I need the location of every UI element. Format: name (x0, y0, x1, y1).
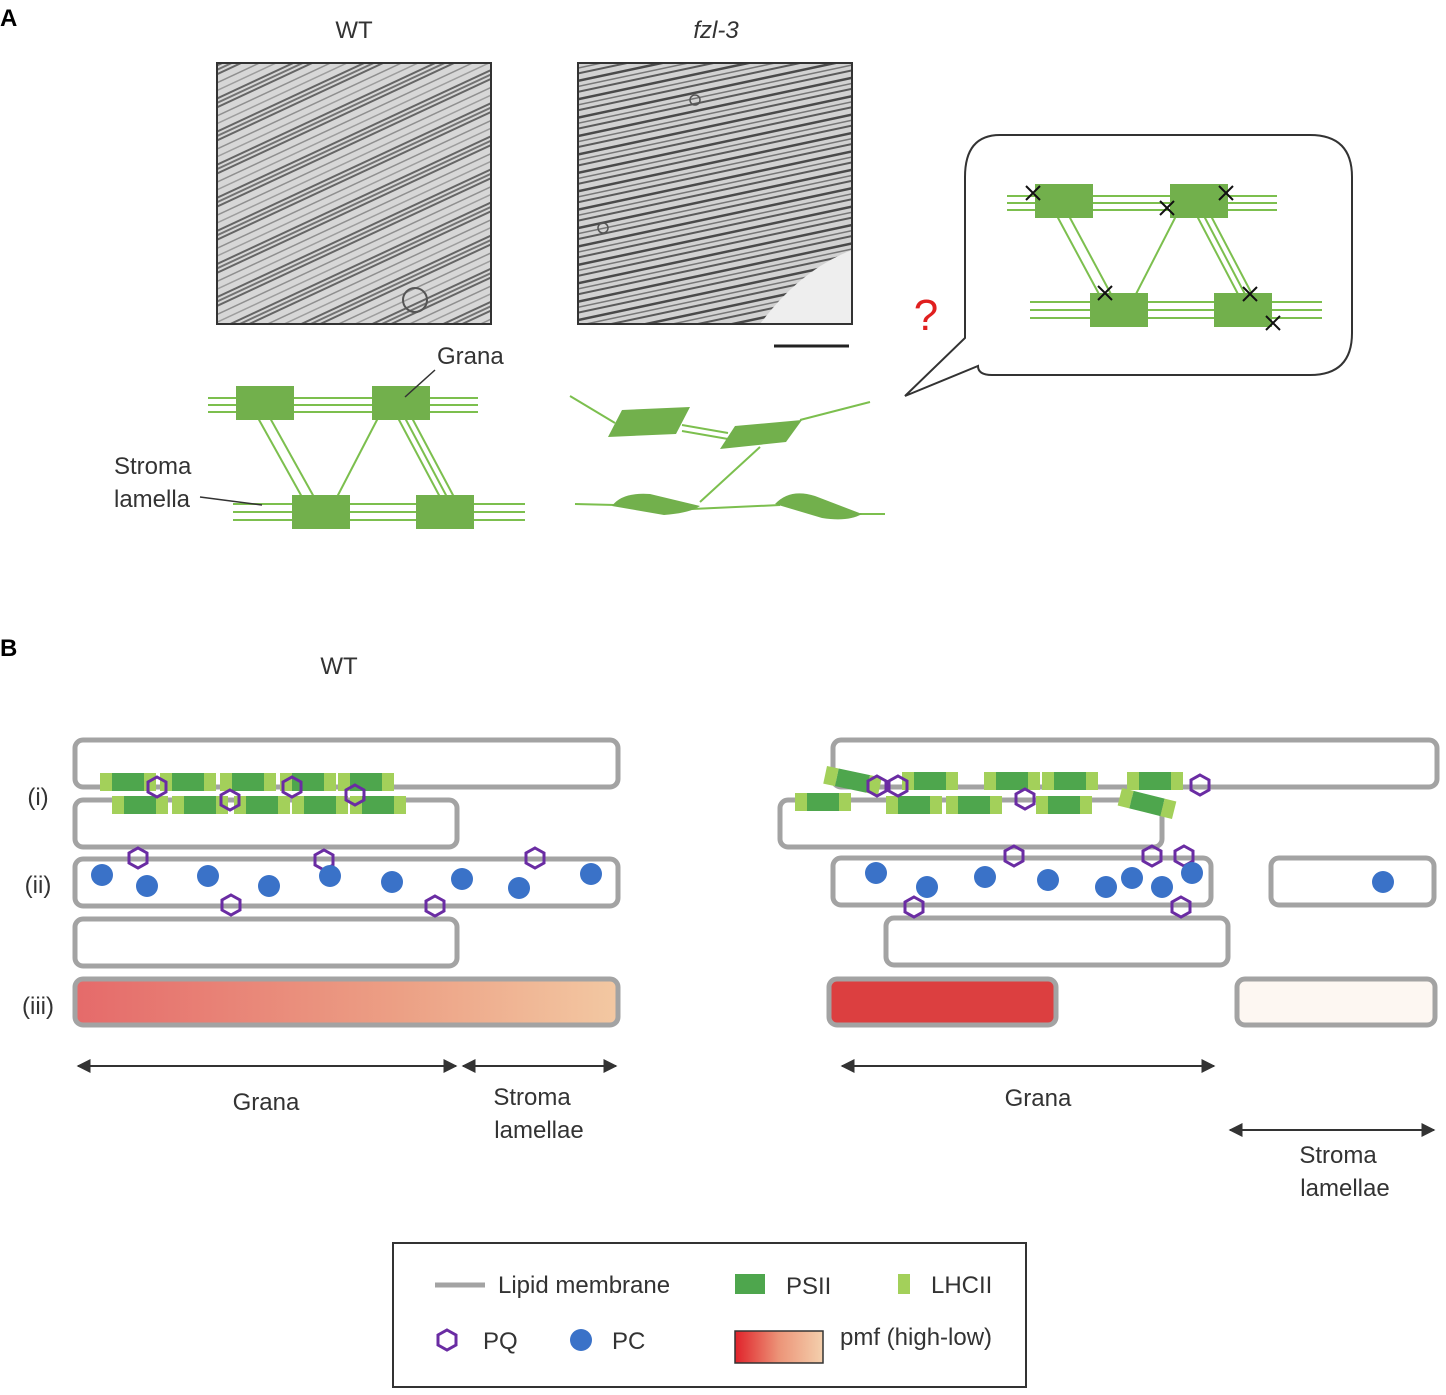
wt-pc-molecules (91, 863, 602, 899)
fzl-micrograph (577, 62, 853, 325)
legend-pq-label: PQ (483, 1328, 518, 1355)
fzl-stroma-label-2: lamellae (1300, 1175, 1389, 1202)
legend-pmf-swatch (734, 1330, 824, 1364)
fzl-schematic (569, 395, 885, 520)
wt-schematic (208, 386, 525, 529)
wt-grana-label: Grana (233, 1089, 300, 1116)
stroma-lamella-label-2: lamella (114, 486, 191, 513)
panel-a-wt-title: WT (335, 17, 373, 44)
legend-pc-icon (570, 1329, 592, 1351)
fzl-stroma-label-1: Stroma (1299, 1142, 1377, 1169)
fzl-pc-molecules (865, 862, 1394, 898)
legend-psii-swatch (735, 1274, 765, 1294)
legend-lhcii-swatch (898, 1274, 910, 1294)
wt-pq-molecules (127, 775, 546, 918)
legend: Lipid membrane PSII LHCII PQ PC pmf (hig… (392, 1242, 1027, 1388)
wt-stroma-label-2: lamellae (494, 1117, 583, 1144)
stroma-lamella-label-1: Stroma (114, 453, 192, 480)
row-label-iii: (iii) (22, 993, 54, 1020)
row-label-ii: (ii) (25, 872, 52, 899)
grana-pointer (404, 369, 436, 398)
legend-lhcii-label: LHCII (931, 1272, 992, 1299)
wt-psii-row (100, 773, 406, 814)
panel-a-label: A (0, 5, 17, 32)
legend-pq-icon (436, 1328, 458, 1352)
fzl-grana-label: Grana (1005, 1085, 1072, 1112)
panel-a-mutant-title: fzl-3 (693, 17, 739, 44)
grana-label: Grana (437, 343, 504, 370)
legend-pmf-label: pmf (high-low) (840, 1324, 992, 1351)
row-label-i: (i) (27, 784, 48, 811)
legend-psii-label: PSII (786, 1273, 831, 1300)
legend-lipid-label: Lipid membrane (498, 1272, 670, 1299)
stroma-pointer (199, 496, 263, 506)
legend-pc-label: PC (612, 1328, 645, 1355)
panel-b-wt-title: WT (320, 653, 358, 680)
fzl-psii-row (795, 766, 1183, 820)
question-mark: ? (914, 291, 938, 340)
wt-stroma-label-1: Stroma (493, 1084, 571, 1111)
wt-micrograph (216, 62, 492, 325)
speech-bubble (904, 134, 1353, 397)
panel-b-label: B (0, 635, 17, 662)
fzl-pq-molecules (866, 773, 1211, 919)
